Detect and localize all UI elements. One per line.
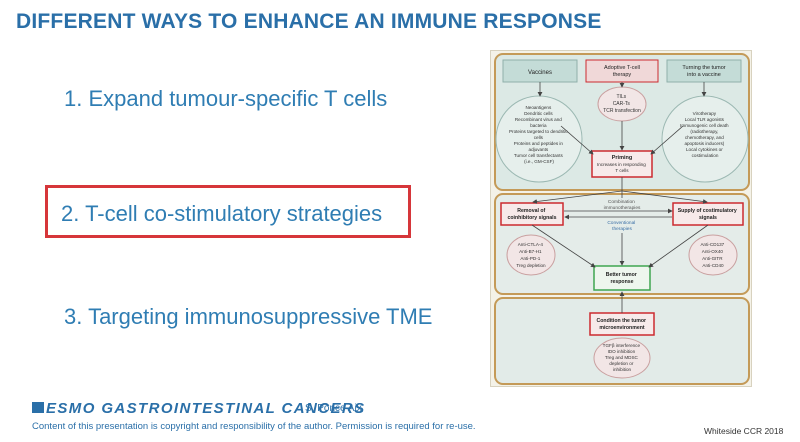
bullet-immunosuppressive-tme: 3. Targeting immunosuppressive TME: [64, 304, 433, 329]
condition-ellipse: [593, 337, 651, 379]
priming-box: [591, 150, 653, 178]
author-name: S. Ponce Aix: [305, 403, 362, 414]
adoptive-items: TILs CAR-Ts TCR transfection: [603, 94, 641, 114]
bullet-expand-t-cells: 1. Expand tumour-specific T cells: [64, 86, 388, 111]
condition-box: [589, 312, 655, 336]
supply-items: Anti-CD137 Anti-OX40 Anti-GITR Anti-CD40: [700, 242, 725, 268]
bullet-costimulatory: 2. T-cell co-stimulatory strategies: [61, 201, 383, 226]
highlight-box: [45, 185, 411, 238]
supply-box: [672, 202, 744, 226]
combination-label: Combination immunotherapies: [604, 199, 641, 211]
logo-mark-icon: [32, 402, 44, 413]
header-tumor-vaccine-box: [666, 59, 742, 83]
logo-text: ESMO GASTROINTESTINAL CANCERS: [46, 400, 366, 417]
removal-ellipse: [506, 234, 556, 276]
priming-sub: Increases in responding T cells: [597, 162, 647, 173]
condition-title: Condition the tumor microenvironment: [596, 318, 647, 331]
priming-title: Priming: [612, 155, 632, 161]
vaccines-items: Neoantigens Dendritic cells Recombinant …: [509, 105, 569, 164]
header-vaccines: Vaccines: [528, 70, 552, 76]
copyright-notice: Content of this presentation is copyrigh…: [32, 421, 476, 432]
supply-ellipse: [688, 234, 738, 276]
removal-title: Removal of coinhibitory signals: [507, 208, 556, 221]
tumor-vaccine-items: Virotherapy Local TLR agonists Immunogen…: [680, 111, 730, 158]
better-response-title: Better tumor response: [606, 272, 639, 285]
conventional-label: Conventional therapies: [607, 220, 636, 232]
condition-items: TGFβ interference IDO inhibition Treg an…: [603, 343, 642, 372]
header-adoptive-box: [585, 59, 659, 83]
supply-title: Supply of costimulatory signals: [678, 208, 739, 221]
removal-box: [500, 202, 564, 226]
better-response-box: [593, 265, 651, 291]
citation: Whiteside CCR 2018: [704, 426, 784, 436]
slide-title: DIFFERENT WAYS TO ENHANCE AN IMMUNE RESP…: [16, 10, 602, 33]
removal-items: Anti-CTLA-4 Anti-B7-H1 Anti-PD-1 Treg de…: [516, 242, 546, 268]
